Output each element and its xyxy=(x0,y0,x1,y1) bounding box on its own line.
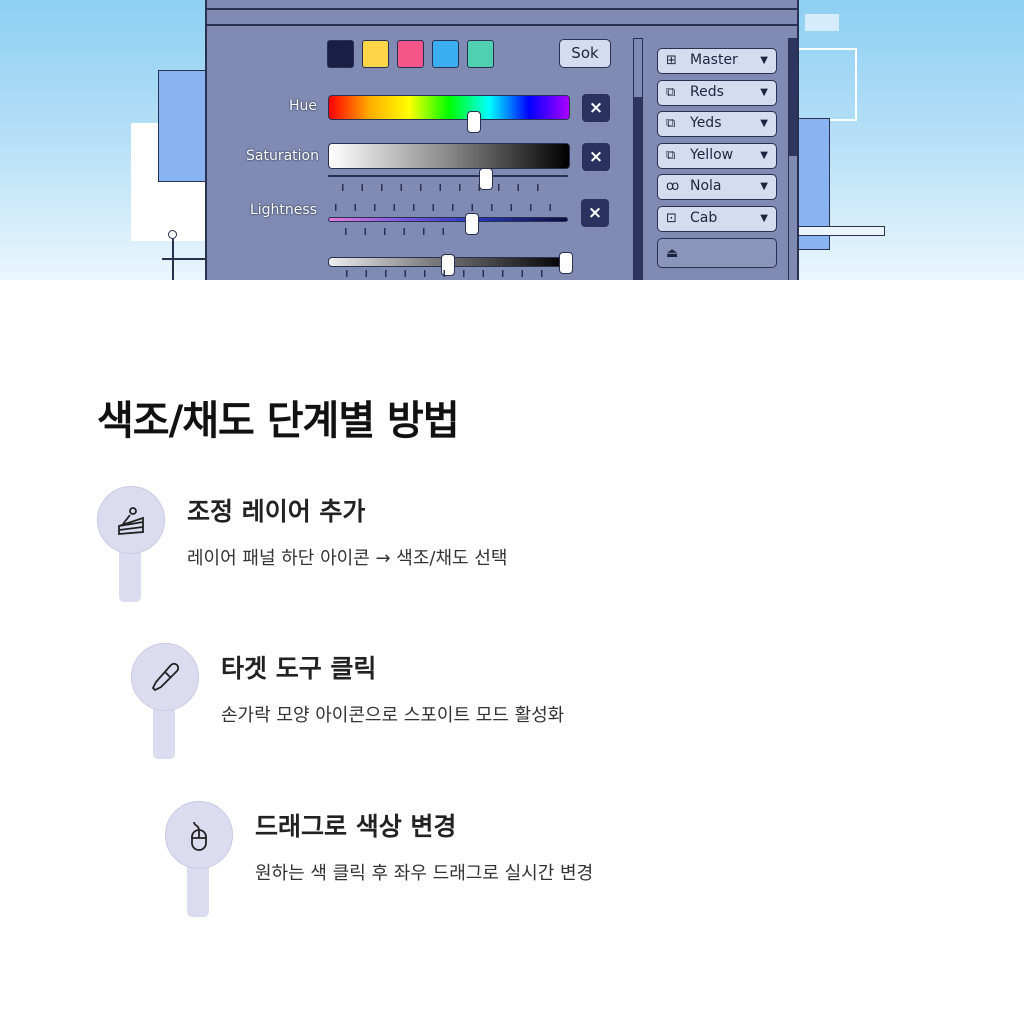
step-item: 드래그로 색상 변경 원하는 색 클릭 후 좌우 드래그로 실시간 변경 xyxy=(165,801,865,921)
channel-icon: ⧉ xyxy=(666,85,676,100)
lightness-slider[interactable] xyxy=(328,217,568,222)
new-preset-button[interactable]: ⏏ xyxy=(657,238,777,268)
scrollbar[interactable] xyxy=(788,38,798,280)
chevron-down-icon: ▼ xyxy=(760,55,768,66)
deco-line xyxy=(172,239,174,280)
deco-pin xyxy=(168,230,177,239)
channel-dropdown-master[interactable]: ⊞ Master ▼ xyxy=(657,48,777,74)
swatch[interactable] xyxy=(467,40,494,68)
range-high-thumb[interactable] xyxy=(558,252,573,274)
channel-dropdown-cab[interactable]: ⊡ Cab ▼ xyxy=(657,206,777,232)
channel-icon: ⊡ xyxy=(666,211,677,226)
step-title: 드래그로 색상 변경 xyxy=(255,812,457,841)
mouse-icon xyxy=(165,801,233,869)
deco-rect xyxy=(795,226,885,236)
cake-icon xyxy=(97,486,165,554)
ok-button[interactable]: Sok xyxy=(559,39,611,68)
chevron-down-icon: ▼ xyxy=(760,181,768,192)
dropdown-label: Cab xyxy=(690,210,718,226)
page-title: 색조/채도 단계별 방법 xyxy=(97,398,460,444)
step-title: 타겟 도구 클릭 xyxy=(221,654,377,683)
chevron-down-icon: ▼ xyxy=(760,150,768,161)
hue-saturation-panel: Sok Hue × Saturation × Lightness × ⊞ Mast… xyxy=(205,0,799,280)
saturation-slider-thumb[interactable] xyxy=(479,168,494,190)
swatch[interactable] xyxy=(362,40,389,68)
lightness-label: Lightness xyxy=(249,202,317,218)
scrollbar[interactable] xyxy=(633,38,643,280)
ticks xyxy=(345,228,455,235)
channel-dropdown-yellow[interactable]: ⧉ Yellow ▼ xyxy=(657,143,777,169)
deco-rect xyxy=(790,48,857,121)
channel-dropdown-yeds[interactable]: ⧉ Yeds ▼ xyxy=(657,111,777,137)
deco-line xyxy=(162,258,206,260)
channel-icon: ⧉ xyxy=(666,148,676,163)
step-description: 레이어 패널 하단 아이콘 → 색조/채도 선택 xyxy=(187,548,508,569)
close-icon[interactable]: × xyxy=(582,143,610,171)
step-item: 타겟 도구 클릭 손가락 모양 아이콘으로 스포이트 모드 활성화 xyxy=(131,643,831,763)
dropdown-label: Yellow xyxy=(690,147,734,163)
swatch[interactable] xyxy=(432,40,459,68)
chevron-down-icon: ▼ xyxy=(760,213,768,224)
step-item: 조정 레이어 추가 레이어 패널 하단 아이콘 → 색조/채도 선택 xyxy=(97,486,797,606)
swatch[interactable] xyxy=(327,40,354,68)
eyedropper-icon xyxy=(131,643,199,711)
swatch[interactable] xyxy=(397,40,424,68)
channel-dropdown-nola[interactable]: ꝏ Nola ▼ xyxy=(657,174,777,200)
channel-dropdown-reds[interactable]: ⧉ Reds ▼ xyxy=(657,80,777,106)
channel-icon: ⧉ xyxy=(666,116,676,131)
close-icon[interactable]: × xyxy=(581,199,609,227)
step-description: 원하는 색 클릭 후 좌우 드래그로 실시간 변경 xyxy=(255,863,594,884)
hue-label: Hue xyxy=(288,98,317,114)
step-title: 조정 레이어 추가 xyxy=(187,497,366,526)
lightness-slider-thumb[interactable] xyxy=(465,213,479,235)
saturation-label: Saturation xyxy=(246,148,319,164)
saturation-slider[interactable] xyxy=(328,143,570,169)
chevron-down-icon: ▼ xyxy=(760,87,768,98)
hero-illustration: Sok Hue × Saturation × Lightness × ⊞ Mast… xyxy=(0,0,1024,280)
ticks xyxy=(335,204,555,211)
chevron-down-icon: ▼ xyxy=(760,118,768,129)
dropdown-label: Reds xyxy=(690,84,724,100)
channel-icon: ꝏ xyxy=(666,179,680,194)
deco-rect xyxy=(805,14,839,31)
step-description: 손가락 모양 아이콘으로 스포이트 모드 활성화 xyxy=(221,705,565,726)
dropdown-label: Nola xyxy=(690,178,722,194)
deco-rect xyxy=(158,70,206,182)
folder-icon: ⏏ xyxy=(666,246,679,261)
ticks xyxy=(342,184,542,191)
ticks xyxy=(346,270,546,277)
dropdown-label: Yeds xyxy=(690,115,722,131)
dropdown-label: Master xyxy=(690,52,738,68)
hue-slider-thumb[interactable] xyxy=(467,111,482,133)
channel-icon: ⊞ xyxy=(666,53,677,68)
close-icon[interactable]: × xyxy=(582,94,610,122)
hue-slider[interactable] xyxy=(328,95,570,120)
